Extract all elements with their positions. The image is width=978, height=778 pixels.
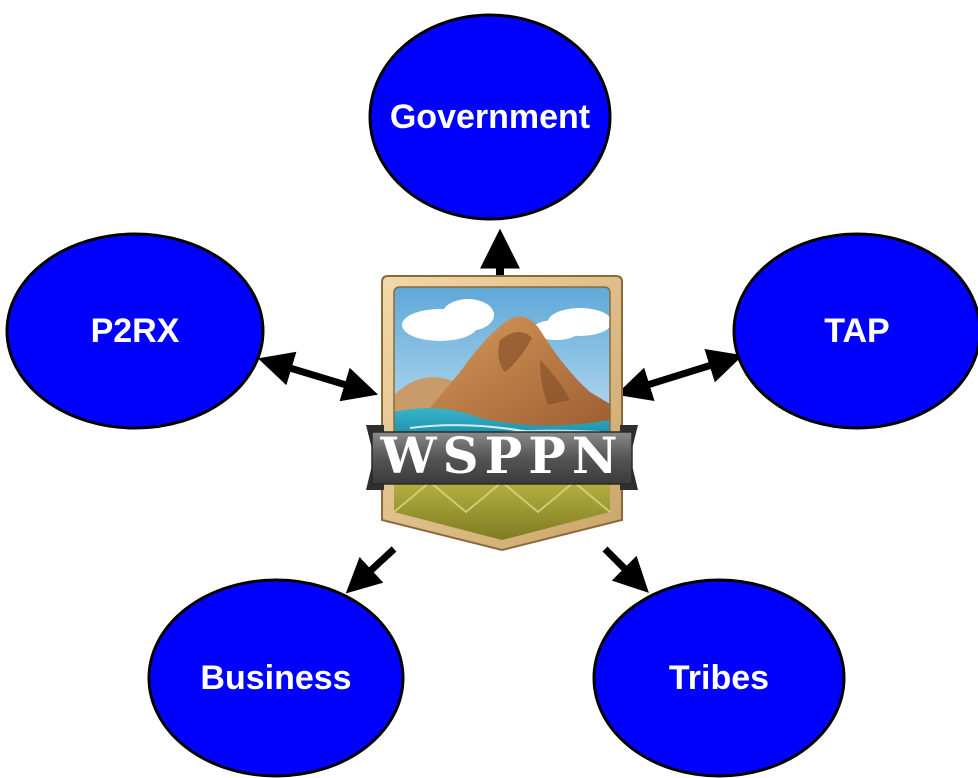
node-tap-label: TAP — [824, 312, 889, 350]
node-government: Government — [368, 13, 612, 221]
node-p2rx-label: P2RX — [91, 312, 180, 350]
node-business-label: Business — [200, 659, 351, 697]
arrow-to-tribes — [602, 546, 649, 593]
logo-wsppn-text: WSPPN — [379, 426, 623, 485]
arrow-wsppn-p2rx — [257, 351, 379, 402]
node-business-ellipse — [147, 578, 405, 778]
logo-banner — [371, 431, 633, 485]
node-p2rx-ellipse — [5, 232, 265, 430]
node-government-ellipse — [368, 13, 612, 221]
edges — [257, 228, 744, 594]
node-p2rx: P2RX — [5, 232, 265, 430]
nodes: Government P2RX TAP Business Tribes — [5, 13, 978, 778]
node-tap: TAP — [732, 232, 978, 430]
wsppn-logo: WSPPN — [366, 275, 638, 552]
logo-scene — [394, 287, 610, 440]
arrow-to-business — [345, 546, 397, 594]
node-tribes: Tribes — [592, 578, 846, 778]
node-business: Business — [147, 578, 405, 778]
node-tap-ellipse — [732, 232, 978, 430]
node-tribes-ellipse — [592, 578, 846, 778]
arrow-wsppn-tap — [615, 348, 744, 402]
logo-base — [394, 478, 610, 540]
node-tribes-label: Tribes — [669, 659, 769, 697]
node-government-label: Government — [390, 98, 590, 136]
